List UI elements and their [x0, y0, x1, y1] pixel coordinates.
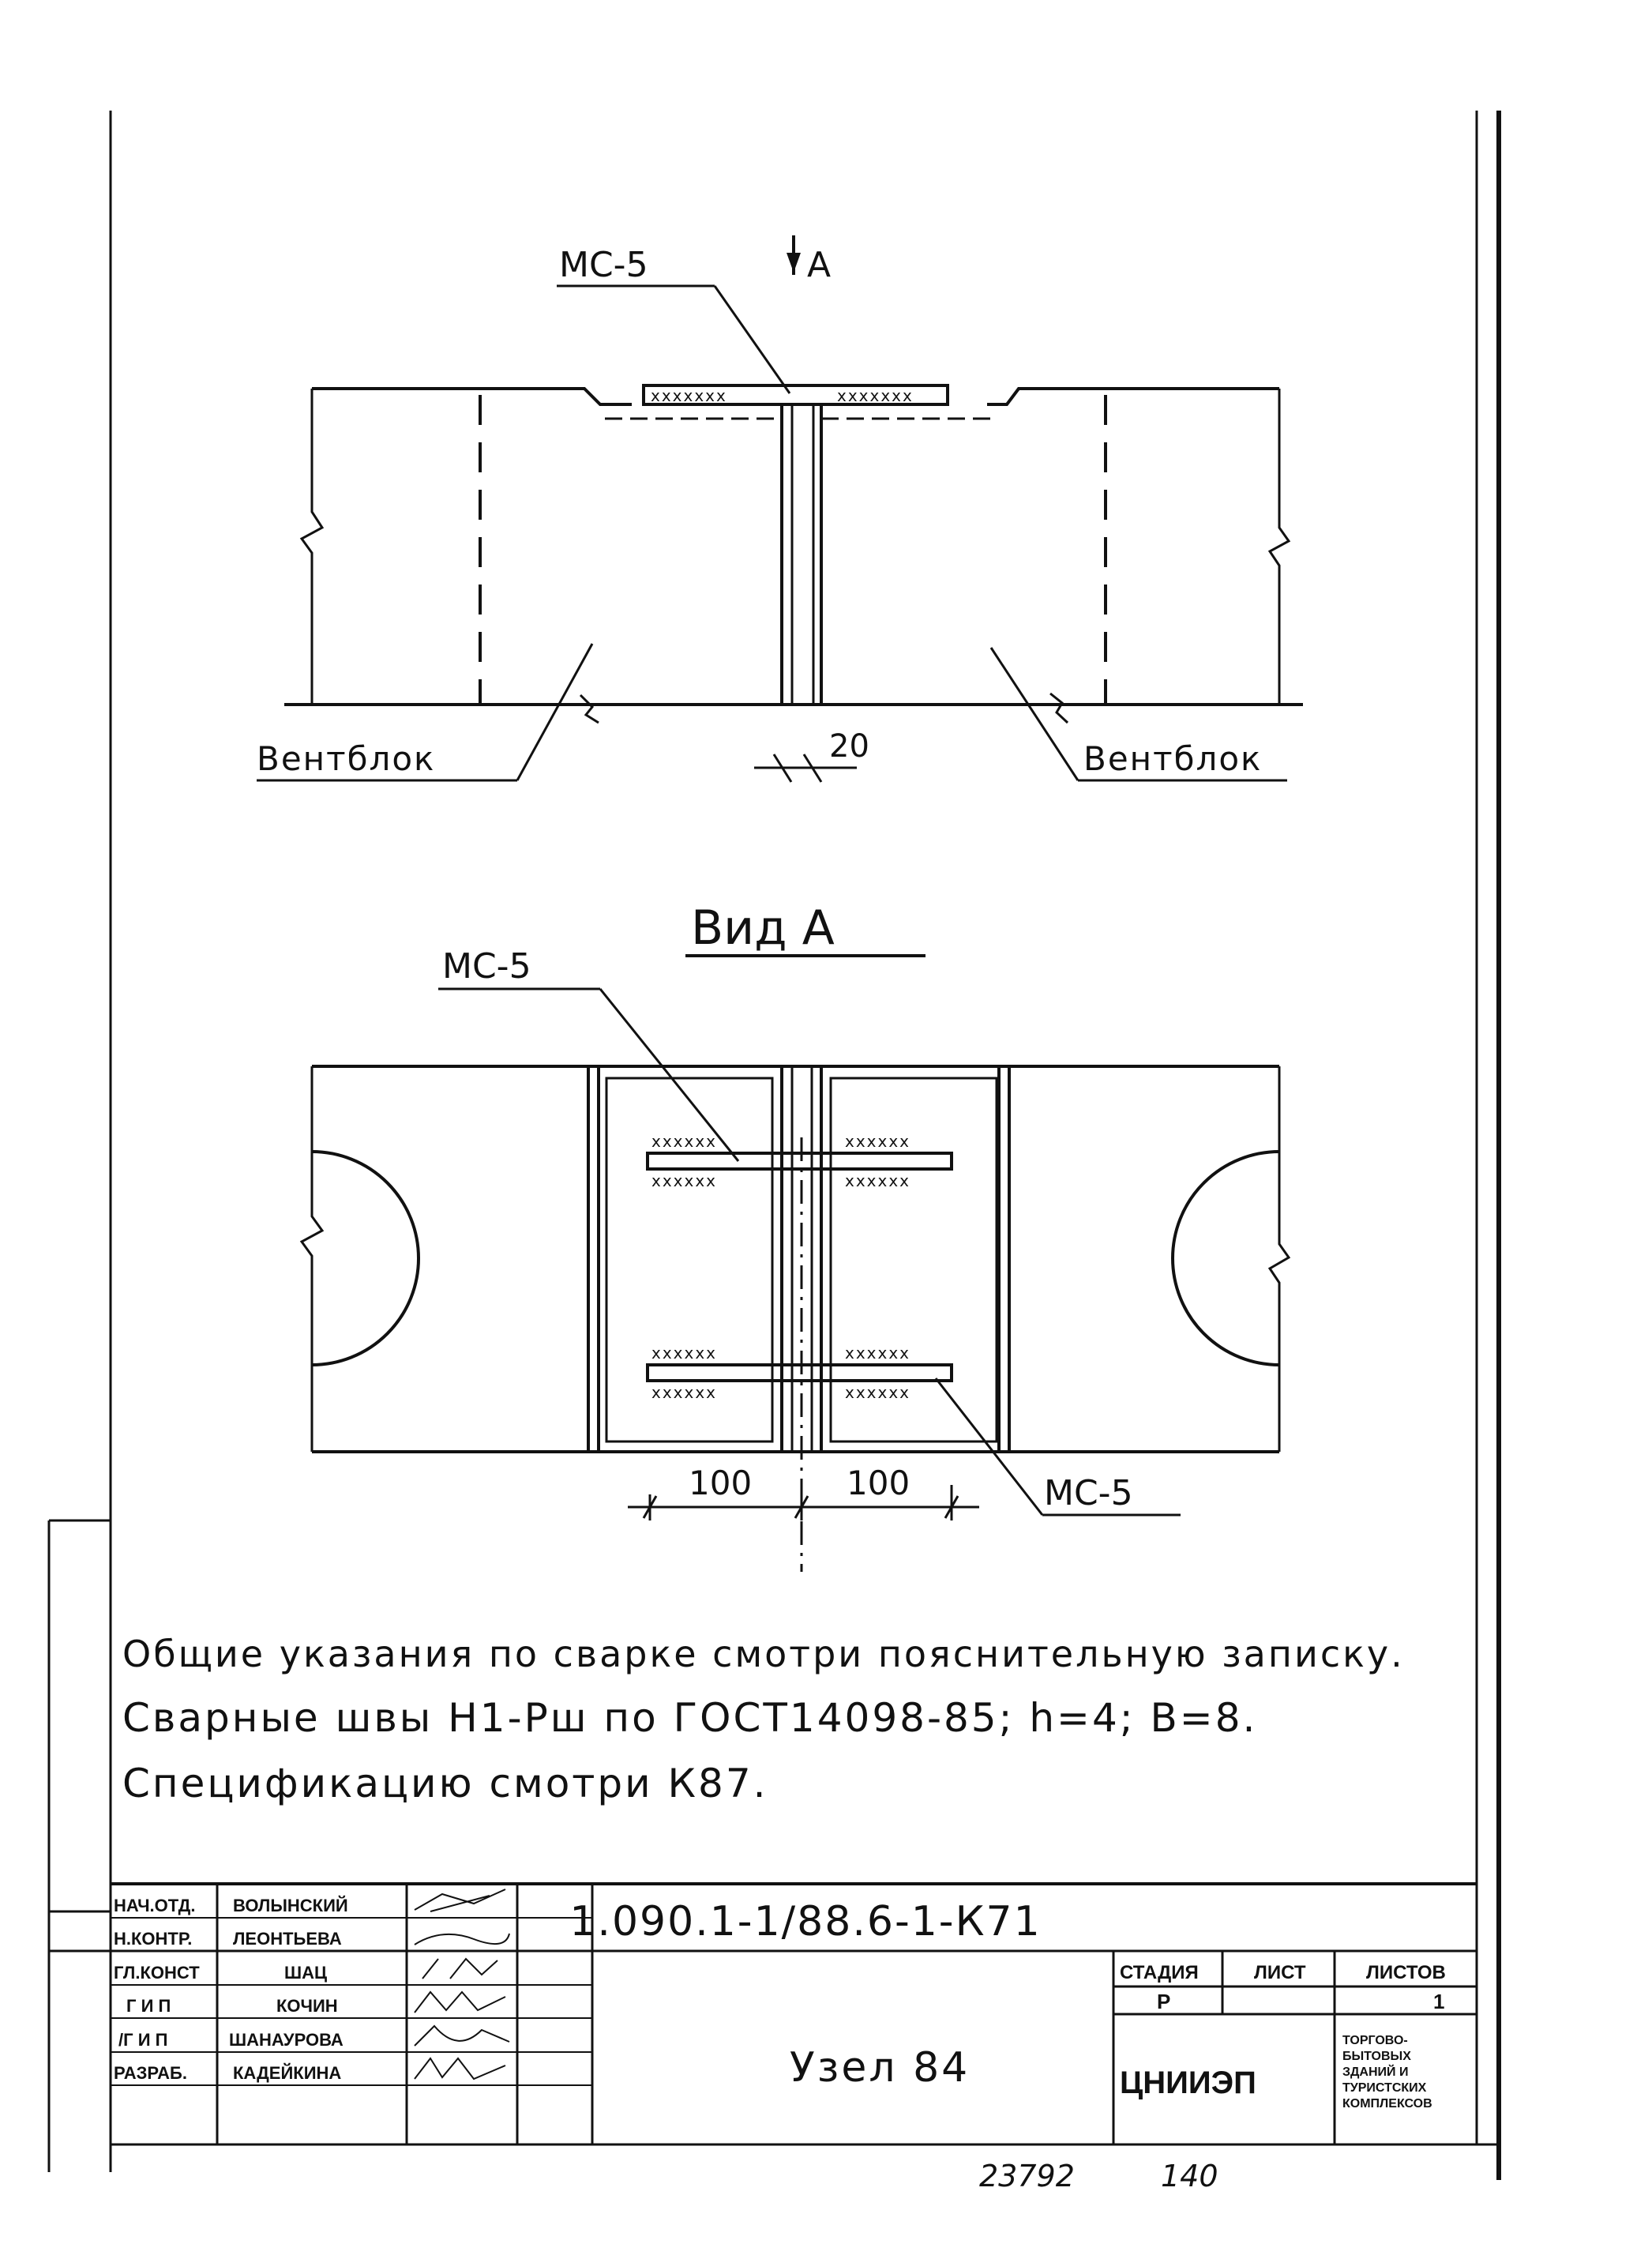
callout-mc5-view-a-upper: МС-5 [442, 946, 531, 987]
note-line-2: Сварные швы Н1-Рш по ГОСТ14098-85; h=4; … [122, 1695, 1257, 1741]
role-razrab: РАЗРАБ. [114, 2063, 187, 2083]
plate-mc5-lower [646, 1363, 953, 1382]
weld-symbol: xxxxxx [651, 1383, 717, 1402]
general-notes: Общие указания по сварке смотри поясните… [122, 1633, 1405, 1806]
top-section-view: A xxxxxxx xxxxxxx МС-5 Вентблок [257, 235, 1303, 783]
page-number: 140 [1161, 2159, 1218, 2193]
weld-symbol: xxxxxx [845, 1171, 910, 1190]
organization: ЦНИИЭП [1120, 2065, 1256, 2100]
note-line-3: Спецификацию смотри К87. [122, 1761, 768, 1806]
label-ventblok-right: Вентблок [1083, 739, 1262, 778]
dimension-left: 100 [689, 1464, 752, 1502]
footer: 23792 140 [979, 2159, 1218, 2193]
header-stage: СТАДИЯ [1120, 1962, 1199, 1983]
dimension-gap: 20 [829, 728, 869, 765]
break-line-left [299, 389, 325, 705]
role-n-kontr: Н.КОНТР. [114, 1929, 192, 1949]
weld-symbol: xxxxxx [845, 1132, 910, 1151]
signature-3 [422, 1957, 498, 1979]
org-desc-line-1: ТОРГОВО- [1342, 2034, 1408, 2047]
signature-2 [414, 1933, 510, 1945]
note-line-1: Общие указания по сварке смотри поясните… [122, 1633, 1405, 1675]
role-gip: Г И П [126, 1996, 171, 2016]
org-desc-line-4: ТУРИСТСКИХ [1342, 2081, 1427, 2095]
role-nach-otd: НАЧ.ОТД. [114, 1896, 195, 1915]
role-gl-konst: ГЛ.КОНСТ [114, 1963, 200, 1983]
header-sheet: ЛИСТ [1254, 1962, 1306, 1983]
org-desc-line-2: БЫТОВЫХ [1342, 2050, 1411, 2063]
role-gip-2: /Г И П [118, 2030, 167, 2050]
signature-5 [414, 2024, 510, 2047]
weld-symbol: xxxxxx [845, 1383, 910, 1402]
break-line-right [1267, 389, 1291, 705]
header-sheets: ЛИСТОВ [1366, 1962, 1446, 1983]
org-desc-line-3: ЗДАНИЙ И [1342, 2064, 1408, 2079]
name-shanaurova: ШАНАУРОВА [229, 2030, 344, 2050]
vent-channel-right [1171, 1150, 1280, 1366]
weld-symbol: xxxxxx [651, 1344, 717, 1363]
sheets-value: 1 [1433, 1990, 1444, 2013]
weld-symbol: xxxxxxx [651, 386, 727, 405]
name-shats: ШАЦ [284, 1963, 327, 1983]
vent-channel-left [311, 1150, 420, 1366]
section-marker: A [807, 245, 831, 285]
view-a-title: Вид А [691, 900, 835, 956]
inventory-number: 23792 [979, 2159, 1075, 2193]
weld-symbol: xxxxxx [651, 1171, 717, 1190]
plate-mc5 [642, 384, 949, 406]
stage-value: Р [1157, 1990, 1170, 2013]
section-arrow-icon [787, 253, 801, 273]
document-code: 1.090.1-1/88.6-1-К71 [569, 1898, 1041, 1945]
view-a: Вид А xxxxxx xxxxxx xxxxxx xxxxxx xxxxxx… [299, 900, 1291, 1572]
name-volynsky: ВОЛЫНСКИЙ [233, 1896, 348, 1915]
weld-symbol: xxxxxx [651, 1132, 717, 1151]
title-block: НАЧ.ОТД. ВОЛЫНСКИЙ Н.КОНТР. ЛЕОНТЬЕВА ГЛ… [49, 1882, 1477, 2144]
dimension-right: 100 [847, 1464, 910, 1502]
name-kadeikina: КАДЕЙКИНА [233, 2063, 341, 2083]
label-ventblok-left: Вентблок [257, 739, 435, 778]
name-leontieva: ЛЕОНТЬЕВА [233, 1929, 342, 1949]
signature-1 [414, 1889, 506, 1912]
sheet-frame [47, 111, 1501, 2180]
callout-mc5-view-a-lower: МС-5 [1044, 1473, 1133, 1513]
weld-symbol: xxxxxx [845, 1344, 910, 1363]
org-desc-line-5: КОМПЛЕКСОВ [1342, 2097, 1432, 2111]
signature-4 [414, 1990, 506, 2013]
node-name: Узел 84 [790, 2044, 970, 2092]
signature-6 [414, 2057, 506, 2080]
plate-mc5-upper [646, 1152, 953, 1171]
callout-mc5-top-view: МС-5 [559, 245, 648, 285]
name-kochin: КОЧИН [276, 1996, 338, 2016]
weld-symbol: xxxxxxx [837, 386, 914, 405]
